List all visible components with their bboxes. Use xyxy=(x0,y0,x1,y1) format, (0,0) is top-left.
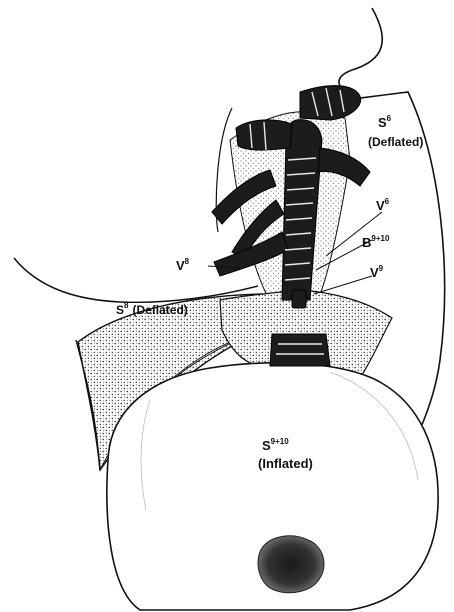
svg-text:B9+10: B9+10 xyxy=(362,234,390,250)
svg-text:(Deflated): (Deflated) xyxy=(368,135,423,149)
label-s8: S8(Deflated) xyxy=(116,301,188,317)
label-v9: V9 xyxy=(370,264,384,280)
svg-text:S8(Deflated): S8(Deflated) xyxy=(116,301,188,317)
svg-text:(Inflated): (Inflated) xyxy=(258,456,313,471)
svg-text:V8: V8 xyxy=(176,257,190,273)
label-v8: V8 xyxy=(176,257,190,273)
label-b910: B9+10 xyxy=(362,234,390,250)
tumor-mark xyxy=(258,536,324,593)
svg-text:S6: S6 xyxy=(378,114,392,130)
svg-text:V6: V6 xyxy=(376,197,390,213)
label-s6: S6 (Deflated) xyxy=(368,114,423,149)
svg-text:V9: V9 xyxy=(370,264,384,280)
label-v6: V6 xyxy=(376,197,390,213)
